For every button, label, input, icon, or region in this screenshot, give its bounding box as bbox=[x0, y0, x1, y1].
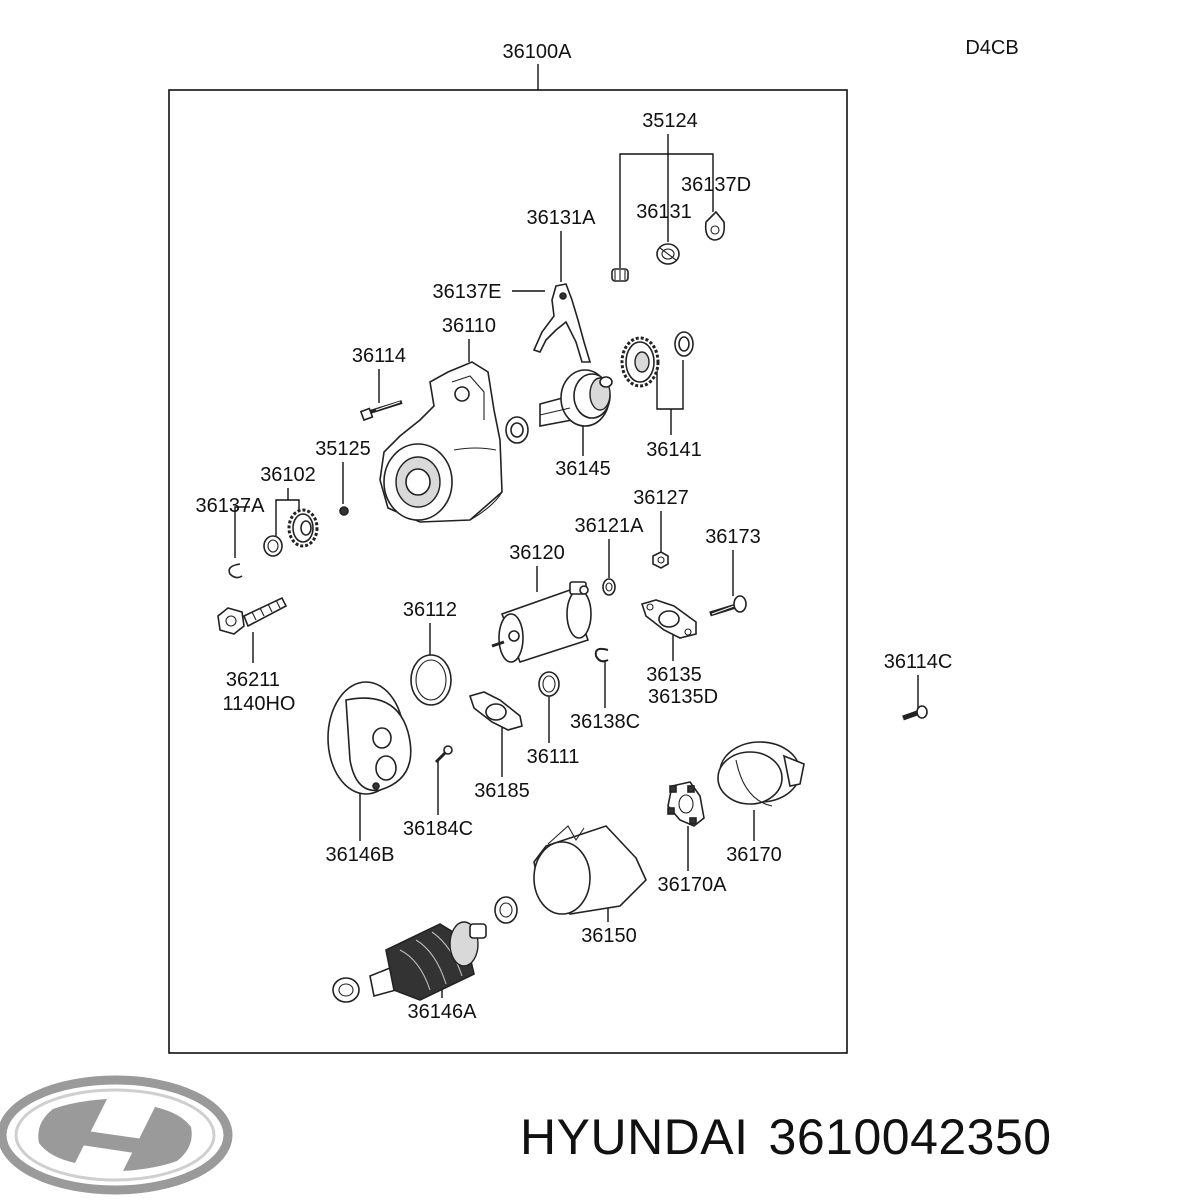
front-housing-36110 bbox=[379, 361, 503, 523]
bolt-36114 bbox=[359, 400, 403, 422]
part-label: 1140HO bbox=[222, 693, 295, 715]
part-label: 36146B bbox=[326, 844, 395, 866]
snap-ring-36137A bbox=[228, 563, 243, 579]
part-label: 36137D bbox=[681, 174, 751, 196]
snap-ring-36138C bbox=[594, 647, 609, 663]
part-label: 36211 bbox=[226, 669, 280, 691]
part-label: 36138C bbox=[570, 711, 640, 733]
gasket-36185 bbox=[468, 691, 523, 731]
gear-36102 bbox=[263, 508, 319, 557]
part-label: 36170 bbox=[726, 844, 782, 866]
rear-cover-36146B bbox=[327, 681, 412, 795]
nut-36127 bbox=[652, 551, 669, 569]
part-label: 36184C bbox=[403, 818, 473, 840]
screw-36114C bbox=[902, 705, 928, 721]
end-frame-36170 bbox=[717, 741, 805, 807]
part-label: 36120 bbox=[509, 542, 565, 564]
part-label: 36102 bbox=[260, 464, 316, 486]
brush-holder-36170A bbox=[667, 781, 705, 827]
gear-36141 bbox=[620, 331, 694, 388]
part-label: 36121A bbox=[575, 515, 645, 537]
part-label: 36170A bbox=[658, 874, 728, 896]
clip-36137D bbox=[704, 210, 726, 241]
part-label: 36114C bbox=[884, 651, 953, 673]
o-ring-36111 bbox=[538, 671, 560, 697]
screw-36173 bbox=[709, 595, 747, 617]
part-label: 36150 bbox=[581, 925, 637, 947]
part-label: 36137A bbox=[196, 495, 266, 517]
part-label: 35125 bbox=[315, 438, 371, 460]
part-labels: 35124 36137D 36131 36131A 36137E 36110 3… bbox=[196, 110, 953, 1023]
part-label: 36141 bbox=[646, 439, 702, 461]
gasket-36112 bbox=[410, 654, 452, 706]
part-label: 36114 bbox=[352, 345, 406, 367]
screw-36184C bbox=[434, 745, 453, 764]
part-label: 36135D bbox=[648, 686, 718, 708]
part-number: 3610042350 bbox=[768, 1109, 1052, 1165]
gasket-plate-36135 bbox=[640, 599, 697, 639]
solenoid-36120 bbox=[491, 581, 592, 663]
part-label: 36131 bbox=[636, 201, 692, 223]
brand-name: HYUNDAI bbox=[520, 1109, 749, 1165]
armature-36146A bbox=[332, 921, 487, 1003]
part-label: 36145 bbox=[555, 458, 611, 480]
spring-35124 bbox=[611, 268, 629, 282]
assembly-label: 36100A bbox=[503, 41, 573, 63]
part-label: 36127 bbox=[633, 487, 689, 509]
engine-code-label: D4CB bbox=[965, 37, 1018, 59]
spring-36131 bbox=[656, 243, 680, 265]
part-label: 36146A bbox=[408, 1001, 478, 1023]
drive-shaft-36145 bbox=[505, 369, 613, 444]
part-label: 36185 bbox=[474, 780, 530, 802]
assembly-frame bbox=[168, 89, 848, 1054]
yoke-36150 bbox=[494, 825, 647, 924]
part-label: 36173 bbox=[705, 526, 761, 548]
part-label: 36112 bbox=[403, 599, 457, 621]
brand-part-number: HYUNDAI 3610042350 bbox=[520, 1108, 1190, 1178]
part-label: 36137E bbox=[433, 281, 502, 303]
washer-36121A bbox=[602, 578, 616, 596]
part-label: 36131A bbox=[527, 207, 597, 229]
bolt-36211 bbox=[217, 596, 288, 635]
shift-lever-36131A bbox=[532, 283, 592, 363]
part-label: 35124 bbox=[642, 110, 698, 132]
part-label: 36135 bbox=[646, 664, 702, 686]
hyundai-logo-icon bbox=[0, 1075, 233, 1195]
part-label: 36111 bbox=[527, 746, 580, 768]
part-label: 36110 bbox=[442, 315, 496, 337]
ball-35125 bbox=[339, 506, 349, 516]
